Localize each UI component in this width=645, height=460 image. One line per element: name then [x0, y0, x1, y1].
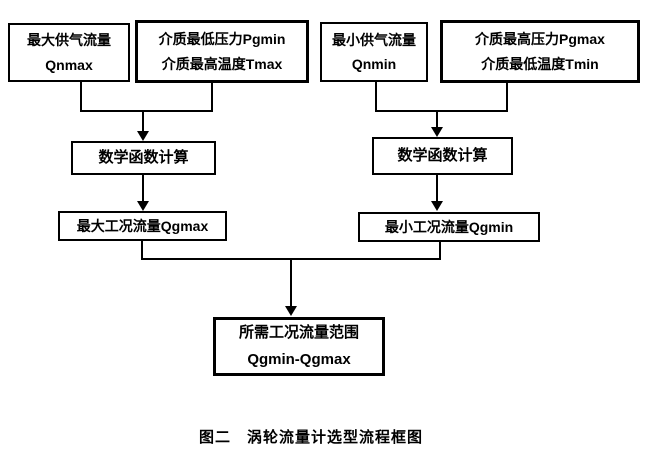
connector-bottom-stub-qgmax [141, 241, 143, 260]
arrowhead-into-calc-left [137, 131, 149, 141]
node-calc-right: 数学函数计算 [372, 137, 513, 175]
connector-left-stub-pgmin [211, 82, 213, 112]
node-calc-right-label: 数学函数计算 [397, 146, 488, 164]
node-qgmax-label: 最大工况流量Qgmax [76, 217, 209, 234]
node-qnmax-line2: Qnmax [45, 56, 93, 73]
node-qgmin: 最小工况流量Qgmin [358, 212, 540, 242]
figure-caption: 图二 涡轮流量计选型流程框图 [198, 429, 423, 446]
connector-result-arrow-line [290, 260, 292, 307]
node-qgmax: 最大工况流量Qgmax [58, 211, 227, 241]
node-calc-left: 数学函数计算 [71, 141, 216, 175]
connector-right-stub-qnmin [375, 82, 377, 112]
connector-bottom-stub-qgmin [439, 242, 441, 260]
node-qnmin: 最小供气流量 Qnmin [320, 22, 428, 82]
node-result-line2: Qgmin-Qgmax [247, 350, 351, 368]
connector-right-merge-bar [375, 110, 508, 112]
node-qnmax: 最大供气流量 Qnmax [8, 23, 130, 82]
connector-right-arrow-line [436, 112, 438, 128]
node-qgmin-label: 最小工况流量Qgmin [384, 218, 514, 235]
node-calc-left-label: 数学函数计算 [98, 148, 189, 166]
connector-left-stub-qnmax [80, 82, 82, 112]
node-qnmin-line2: Qnmin [351, 56, 397, 72]
node-result-line1: 所需工况流量范围 [238, 324, 359, 342]
arrowhead-into-calc-right [431, 127, 443, 137]
node-pgmax-tmin-line2: 介质最低温度Tmin [481, 55, 599, 72]
arrowhead-into-qgmin [431, 201, 443, 211]
connector-left-merge-bar [80, 110, 213, 112]
node-pgmin-tmax-line2: 介质最高温度Tmax [161, 55, 283, 72]
connector-left-arrow-line [142, 112, 144, 132]
connector-calcright-arrow-line [436, 175, 438, 202]
node-pgmin-tmax: 介质最低压力Pgmin 介质最高温度Tmax [135, 20, 309, 83]
node-qnmin-line1: 最小供气流量 [332, 31, 416, 48]
connector-right-stub-pgmax [506, 82, 508, 112]
node-result: 所需工况流量范围 Qgmin-Qgmax [213, 317, 385, 376]
arrowhead-into-qgmax [137, 201, 149, 211]
connector-bottom-merge-bar [141, 258, 441, 260]
node-pgmax-tmin: 介质最高压力Pgmax 介质最低温度Tmin [440, 20, 640, 83]
arrowhead-into-result [285, 306, 297, 316]
connector-calcleft-arrow-line [142, 175, 144, 202]
node-qnmax-line1: 最大供气流量 [27, 32, 111, 48]
node-pgmax-tmin-line1: 介质最高压力Pgmax [475, 31, 605, 47]
node-pgmin-tmax-line1: 介质最低压力Pgmin [158, 31, 286, 47]
